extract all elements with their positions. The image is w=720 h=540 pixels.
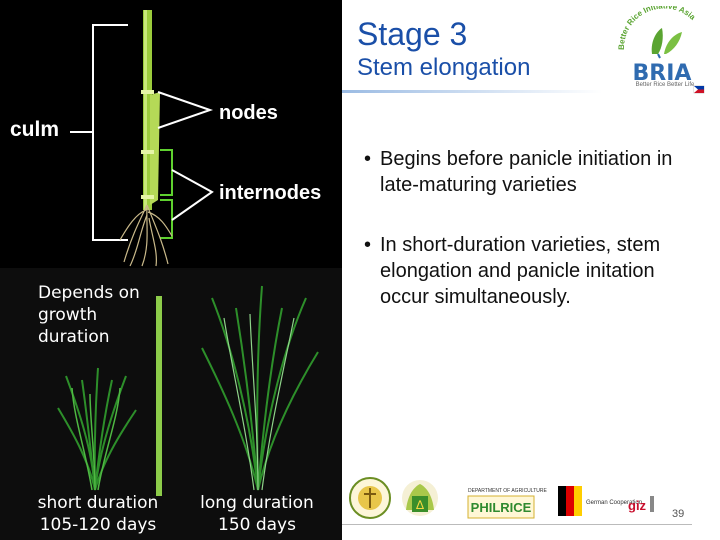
bullet-text: In short-duration varieties, stem elonga… [380, 234, 660, 308]
partner-logos-graphic: ∆ DEPARTMENT OF AGRICULTURE PHILRICE Ger… [346, 466, 686, 522]
agriculture-seal-icon [350, 478, 390, 518]
giz-logo: giz [628, 496, 654, 513]
giz-text: giz [628, 498, 647, 513]
bullet-item: • Begins before panicle initiation in la… [364, 146, 684, 198]
slide-number: 39 [672, 508, 684, 520]
irri-seal-icon: ∆ [402, 480, 438, 516]
nodes-label: nodes [219, 102, 278, 125]
long-duration-days: 150 days [192, 514, 322, 536]
short-duration-label: short duration [28, 492, 168, 514]
da-label: DEPARTMENT OF AGRICULTURE [468, 488, 547, 494]
logo-tagline: Better Rice Better Life [630, 82, 700, 88]
footer-divider [342, 524, 692, 525]
bullet-text: Begins before panicle initiation in late… [380, 148, 672, 196]
rice-stem-illustration: culm nodes internodes Depends on growth … [0, 0, 342, 540]
philrice-logo: DEPARTMENT OF AGRICULTURE PHILRICE [468, 488, 547, 518]
title-divider [342, 90, 602, 93]
internodes-label: internodes [219, 182, 321, 205]
bullet-list: • Begins before panicle initiation in la… [364, 146, 684, 344]
short-duration-days: 105-120 days [28, 514, 168, 536]
growth-duration-note: Depends on growth duration [38, 282, 168, 348]
bullet-marker: • [364, 146, 371, 172]
bullet-marker: • [364, 232, 371, 258]
culm-label: culm [10, 118, 59, 142]
slide-subtitle: Stem elongation [357, 54, 530, 82]
long-duration-caption: long duration 150 days [192, 492, 322, 536]
svg-text:∆: ∆ [415, 498, 425, 512]
philrice-text: PHILRICE [471, 500, 532, 515]
slide-title: Stage 3 [357, 16, 467, 53]
short-duration-caption: short duration 105-120 days [28, 492, 168, 536]
bullet-item: • In short-duration varieties, stem elon… [364, 232, 684, 310]
long-duration-label: long duration [192, 492, 322, 514]
partner-logo-strip: ∆ DEPARTMENT OF AGRICULTURE PHILRICE Ger… [346, 466, 686, 522]
